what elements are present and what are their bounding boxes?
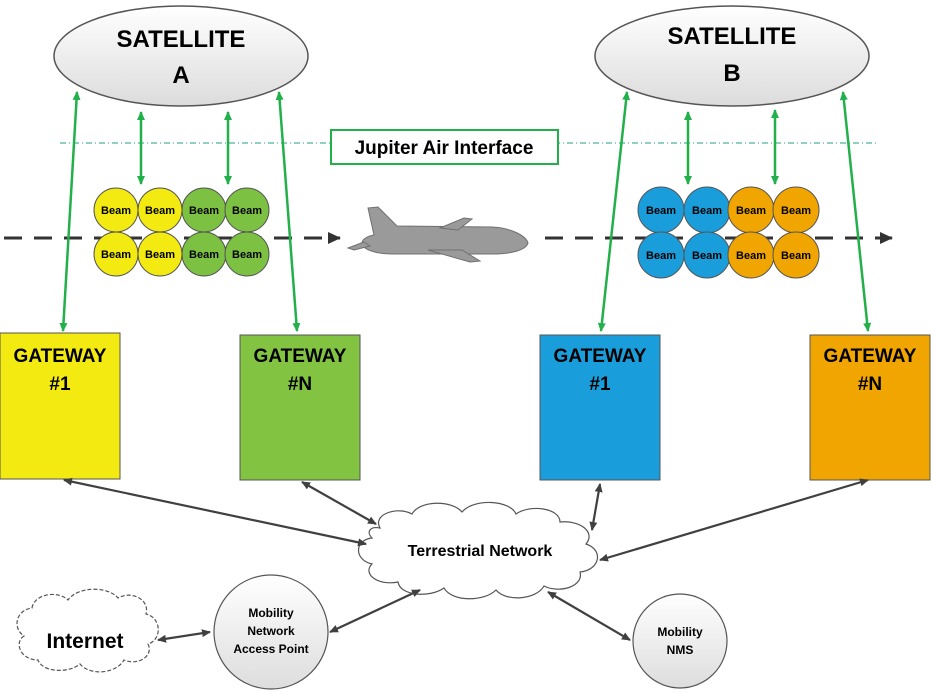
beam-cluster-b: Beam Beam Beam Beam Beam Beam Beam Beam (637, 186, 820, 279)
mobility-access-point: Mobility Network Access Point (213, 574, 329, 690)
beam-label: Beam (781, 250, 811, 262)
satellite-a: SATELLITE A (53, 5, 309, 107)
access-point-line3: Access Point (233, 642, 308, 656)
beam-label: Beam (692, 250, 722, 262)
terrestrial-network-cloud: Terrestrial Network (357, 501, 598, 600)
satellite-b: SATELLITE B (594, 5, 870, 107)
aircraft-icon (346, 206, 529, 263)
beam-label: Beam (781, 205, 811, 217)
satellite-b-line2: B (723, 60, 740, 87)
mobility-nms: Mobility NMS (632, 593, 728, 689)
beam-label: Beam (101, 205, 131, 217)
beam-label: Beam (145, 205, 175, 217)
beam-label: Beam (189, 249, 219, 261)
satellite-b-line1: SATELLITE (668, 23, 797, 50)
gateway-a1-line2: #1 (49, 374, 71, 395)
nms-line2: NMS (667, 643, 694, 657)
gateway-a1: GATEWAY #1 (0, 332, 121, 480)
gateway-bn-line2: #N (858, 374, 882, 395)
beam-label: Beam (189, 205, 219, 217)
gateway-bn: GATEWAY #N (809, 334, 931, 481)
beam-label: Beam (692, 205, 722, 217)
beam-label: Beam (232, 205, 262, 217)
gateway-an: GATEWAY #N (239, 334, 361, 481)
beam-links (137, 109, 779, 185)
access-point-line1: Mobility (248, 606, 294, 620)
gateway-a1-line1: GATEWAY (14, 346, 107, 367)
beam-label: Beam (646, 205, 676, 217)
gateway-b1-line2: #1 (589, 374, 611, 395)
beam-label: Beam (145, 249, 175, 261)
satellite-a-line1: SATELLITE (117, 26, 246, 53)
gateway-links (59, 91, 872, 332)
terrestrial-network-label: Terrestrial Network (408, 543, 553, 560)
beam-label: Beam (736, 250, 766, 262)
beam-label: Beam (232, 249, 262, 261)
gateway-b1-line1: GATEWAY (554, 346, 647, 367)
internet-cloud: Internet (16, 588, 159, 673)
air-interface-label: Jupiter Air Interface (355, 138, 534, 159)
beam-label: Beam (101, 249, 131, 261)
gateway-an-line1: GATEWAY (254, 346, 347, 367)
access-point-line2: Network (247, 624, 295, 638)
beam-cluster-a: Beam Beam Beam Beam Beam Beam Beam Beam (93, 187, 270, 277)
satellite-a-line2: A (172, 62, 189, 89)
air-interface-box: Jupiter Air Interface (330, 129, 559, 165)
beam-label: Beam (736, 205, 766, 217)
terrestrial-links (63, 477, 869, 643)
gateway-bn-line1: GATEWAY (824, 346, 917, 367)
nms-line1: Mobility (657, 625, 703, 639)
beam-label: Beam (646, 250, 676, 262)
gateway-b1: GATEWAY #1 (539, 334, 661, 481)
internet-label: Internet (46, 630, 123, 653)
gateway-an-line2: #N (288, 374, 312, 395)
